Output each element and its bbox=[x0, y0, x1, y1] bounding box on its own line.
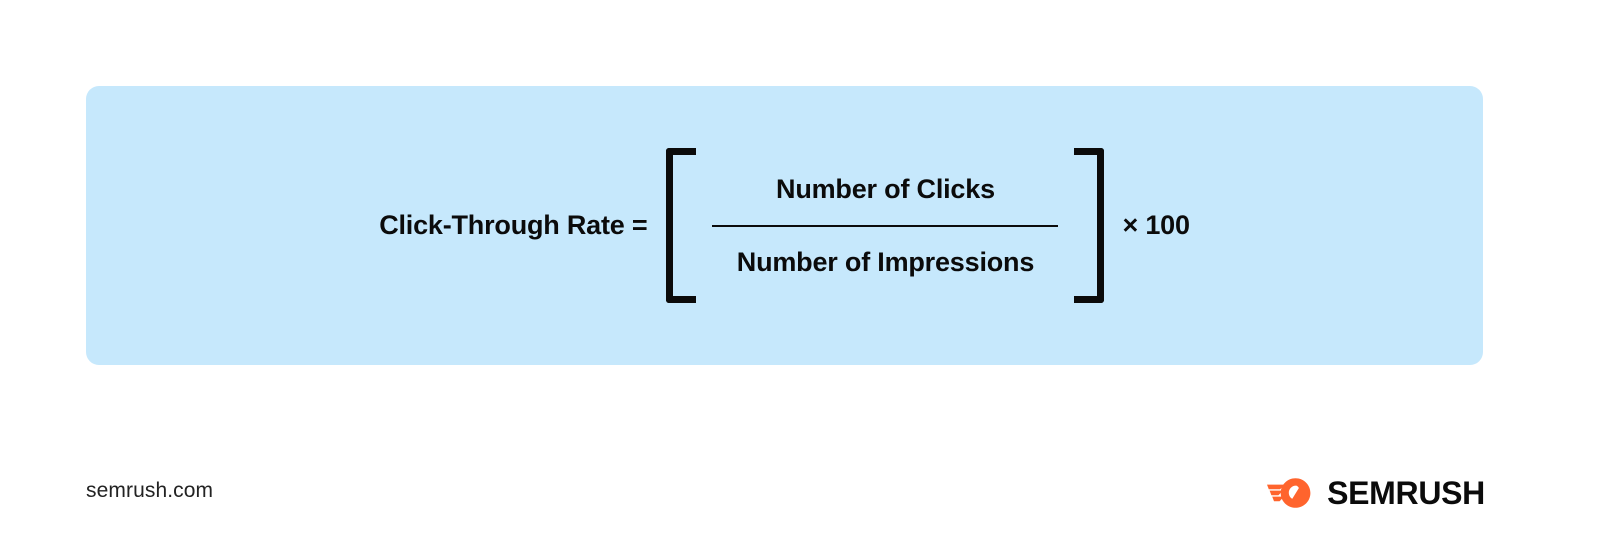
bracket-left-icon bbox=[666, 148, 697, 303]
fraction-numerator: Number of Clicks bbox=[776, 173, 995, 204]
semrush-wordmark: SEMRUSH bbox=[1327, 475, 1485, 511]
formula-multiplier: × 100 bbox=[1122, 210, 1190, 240]
site-url-label: semrush.com bbox=[86, 479, 214, 502]
fraction: Number of Clicks Number of Impressions bbox=[696, 173, 1074, 277]
semrush-comet-icon bbox=[1267, 478, 1311, 508]
ctr-formula: Click-Through Rate = Number of Clicks Nu… bbox=[86, 86, 1483, 365]
formula-label: Click-Through Rate = bbox=[379, 210, 648, 240]
fraction-bar bbox=[712, 224, 1059, 227]
semrush-logo: SEMRUSH bbox=[1267, 474, 1485, 512]
fraction-denominator: Number of Impressions bbox=[736, 246, 1035, 277]
formula-panel: Click-Through Rate = Number of Clicks Nu… bbox=[86, 86, 1483, 365]
bracket-right-icon bbox=[1074, 148, 1105, 303]
